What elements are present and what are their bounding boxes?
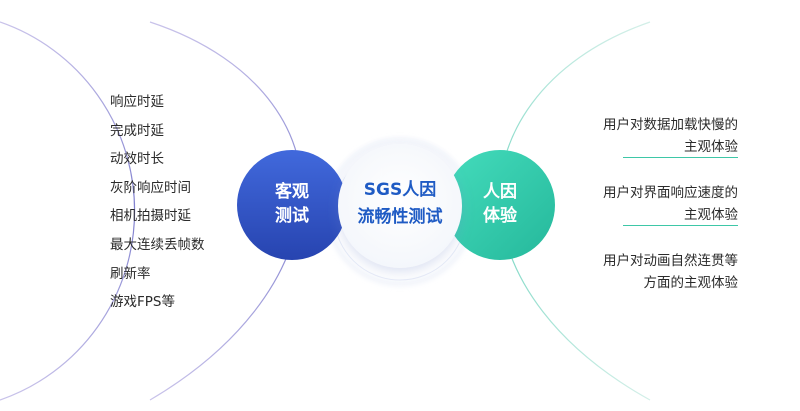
subjective-item-line1: 用户对动画自然连贯等 xyxy=(603,253,738,269)
objective-test-label: 客观 测试 xyxy=(252,180,332,228)
objective-test-label-line1: 客观 xyxy=(275,182,309,202)
center-title-line1: SGS人因 xyxy=(363,180,437,200)
center-circle xyxy=(338,144,462,268)
metric-item: 响应时延 xyxy=(110,94,164,110)
subjective-item: 用户对界面响应速度的 主观体验 xyxy=(603,182,738,226)
metric-item: 最大连续丢帧数 xyxy=(110,236,205,253)
metric-item: 相机拍摄时延 xyxy=(110,208,191,225)
subjective-item: 用户对数据加载快慢的 主观体验 xyxy=(603,114,738,158)
metric-item: 完成时延 xyxy=(110,122,164,139)
left-outer-arc xyxy=(0,21,136,401)
metric-item: 游戏FPS等 xyxy=(110,294,175,311)
objective-metrics-list: 响应时延 完成时延 动效时长 灰阶响应时间 相机拍摄时延 最大连续丢帧数 刷新率… xyxy=(110,88,205,317)
center-title-line2: 流畅性测试 xyxy=(357,207,443,227)
subjective-item-line1: 用户对数据加载快慢的 xyxy=(603,117,738,133)
subjective-divider xyxy=(623,225,738,226)
human-factor-label-line1: 人因 xyxy=(483,182,517,202)
subjective-item: 用户对动画自然连贯等 方面的主观体验 xyxy=(603,250,738,294)
metric-item: 灰阶响应时间 xyxy=(110,179,191,196)
center-title: SGS人因 流畅性测试 xyxy=(338,177,462,231)
objective-test-label-line2: 测试 xyxy=(275,206,309,226)
subjective-item-line1: 用户对界面响应速度的 xyxy=(603,185,738,201)
metric-item: 刷新率 xyxy=(110,265,151,282)
human-factor-label-line2: 体验 xyxy=(483,206,517,226)
subjective-item-line2: 主观体验 xyxy=(684,139,738,155)
subjective-item-line2: 主观体验 xyxy=(684,207,738,223)
human-factor-circle xyxy=(445,150,555,260)
metric-item: 动效时长 xyxy=(110,151,164,168)
subjective-item-line2: 方面的主观体验 xyxy=(643,275,739,291)
human-factor-label: 人因 体验 xyxy=(460,180,540,228)
subjective-divider xyxy=(623,157,738,158)
objective-test-circle xyxy=(237,150,347,260)
